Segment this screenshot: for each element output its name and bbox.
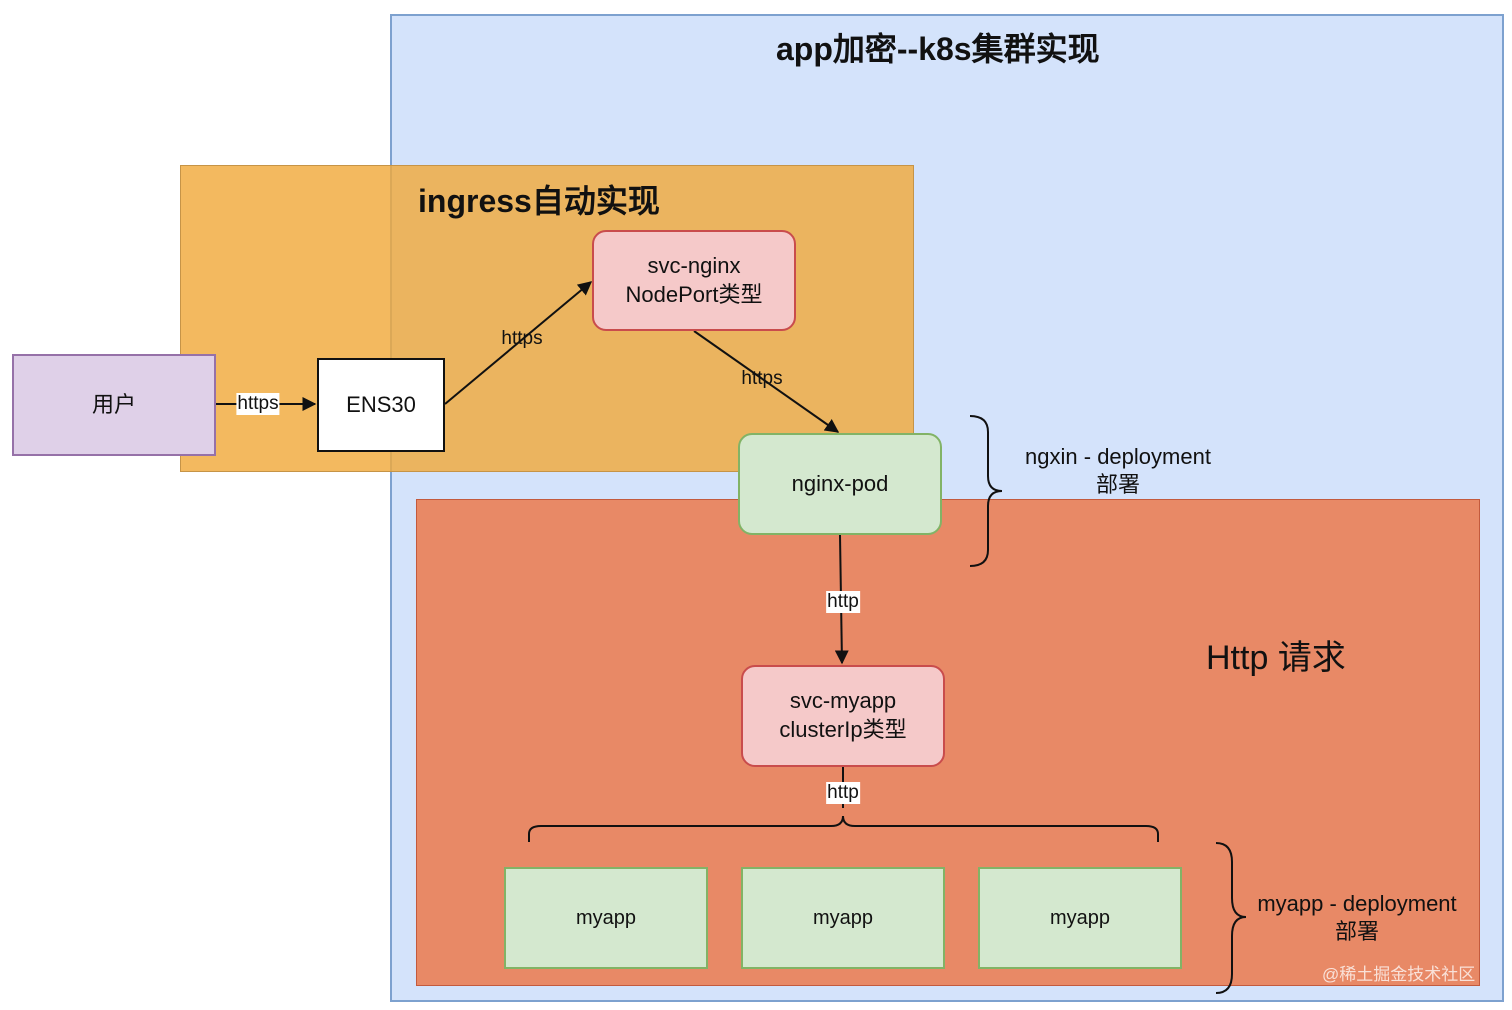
edge-svc-nginx-to-pod <box>693 330 840 433</box>
myapp-node: myapp <box>978 867 1182 969</box>
myapp-node: myapp <box>504 867 708 969</box>
nginx-pod-node: nginx-pod <box>738 433 942 535</box>
edge-label-ens-to-svc: https <box>501 328 543 349</box>
myapp-node: myapp <box>741 867 945 969</box>
user-node: 用户 <box>12 354 216 456</box>
watermark: @稀土掘金技术社区 <box>1322 965 1476 984</box>
nginx-pod-label: nginx-pod <box>791 470 889 496</box>
edge-label-svc-to-pod: https <box>741 368 783 389</box>
edge-ens-to-svc-nginx <box>444 281 593 405</box>
http-request-title: Http 请求 <box>1206 639 1346 677</box>
ingress-title: ingress自动实现 <box>418 183 660 219</box>
nginx-deployment-name: ngxin - deployment <box>1025 444 1211 469</box>
cluster-title: app加密--k8s集群实现 <box>776 31 1100 67</box>
svc-myapp-node: svc-myapp clusterIp类型 <box>741 665 945 767</box>
myapp-label: myapp <box>1049 907 1111 929</box>
ens30-node-label: ENS30 <box>346 391 416 417</box>
edge-label-user-to-ens: https <box>236 393 280 415</box>
svc-nginx-name: svc-nginx <box>647 252 741 278</box>
user-node-label: 用户 <box>91 391 136 417</box>
edge-label-svc-myapp-to-apps: http <box>826 782 860 804</box>
nginx-deployment-brace <box>969 415 1003 567</box>
nginx-deployment-note: 部署 <box>1095 471 1140 497</box>
myapp-label: myapp <box>812 907 874 929</box>
myapp-deployment-name: myapp - deployment <box>1257 891 1457 916</box>
svc-myapp-name: svc-myapp <box>789 688 897 714</box>
svc-myapp-type: clusterIp类型 <box>779 717 907 742</box>
myapp-fanout-brace <box>528 815 1159 842</box>
myapp-deployment-annotation: myapp - deployment 部署 <box>1249 890 1465 945</box>
svc-nginx-type: NodePort类型 <box>625 281 763 307</box>
svc-nginx-node: svc-nginx NodePort类型 <box>592 230 796 331</box>
myapp-deployment-note: 部署 <box>1334 918 1379 944</box>
myapp-deployment-brace <box>1215 842 1247 994</box>
ens30-node: ENS30 <box>317 358 445 452</box>
myapp-label: myapp <box>575 907 637 929</box>
nginx-deployment-annotation: ngxin - deployment 部署 <box>1017 443 1219 498</box>
edge-label-pod-to-svc-myapp: http <box>826 591 860 613</box>
